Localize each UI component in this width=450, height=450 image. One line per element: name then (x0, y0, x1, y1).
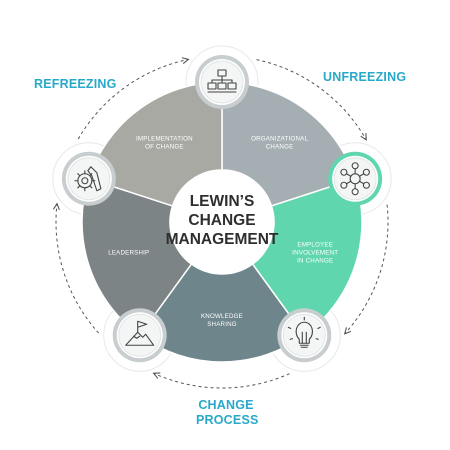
segment-label-implementation-of-change: OF CHANGE (145, 144, 184, 151)
segment-label-employee-involvement: IN CHANGE (297, 257, 333, 264)
change-process-heading: CHANGE PROCESS (196, 398, 259, 428)
arrowhead (52, 202, 60, 211)
arrowhead (152, 372, 161, 379)
network-icon (328, 151, 383, 206)
arrow-sharing-to-leadership (154, 373, 290, 389)
segment-label-organizational-change: ORGANIZATIONAL (251, 136, 308, 143)
mountain-flag-icon (112, 308, 167, 363)
segment-label-employee-involvement: INVOLVEMENT (292, 249, 338, 256)
gear-wrench-icon (61, 151, 116, 206)
segment-label-employee-involvement: EMPLOYEE (297, 241, 333, 248)
arrow-implementation-to-organizational (77, 59, 188, 140)
segment-label-implementation-of-change: IMPLEMENTATION (136, 136, 193, 143)
center-title-line3: MANAGEMENT (166, 231, 279, 248)
arrow-involvement-to-sharing (344, 204, 389, 334)
hierarchy-icon (195, 55, 249, 109)
segment-label-organizational-change: CHANGE (266, 144, 294, 151)
segment-label-knowledge-sharing: KNOWLEDGE (201, 313, 243, 320)
arrowhead (343, 327, 352, 335)
segment-label-knowledge-sharing: SHARING (207, 321, 237, 328)
arrowhead (181, 57, 190, 65)
center-circle (170, 170, 274, 274)
lightbulb-icon (277, 308, 332, 363)
arrowhead (360, 133, 367, 141)
arrow-organizational-to-involvement (256, 59, 367, 140)
center-title-line2: CHANGE (188, 212, 255, 229)
segment-label-leadership: LEADERSHIP (108, 249, 149, 256)
arrow-leadership-to-implementation (55, 204, 100, 334)
center-title-line1: LEWIN’S (190, 193, 255, 210)
refreezing-heading: REFREEZING (34, 77, 117, 91)
change-process-line2: PROCESS (196, 413, 259, 427)
unfreezing-heading: UNFREEZING (323, 70, 407, 84)
change-process-line1: CHANGE (198, 398, 254, 412)
